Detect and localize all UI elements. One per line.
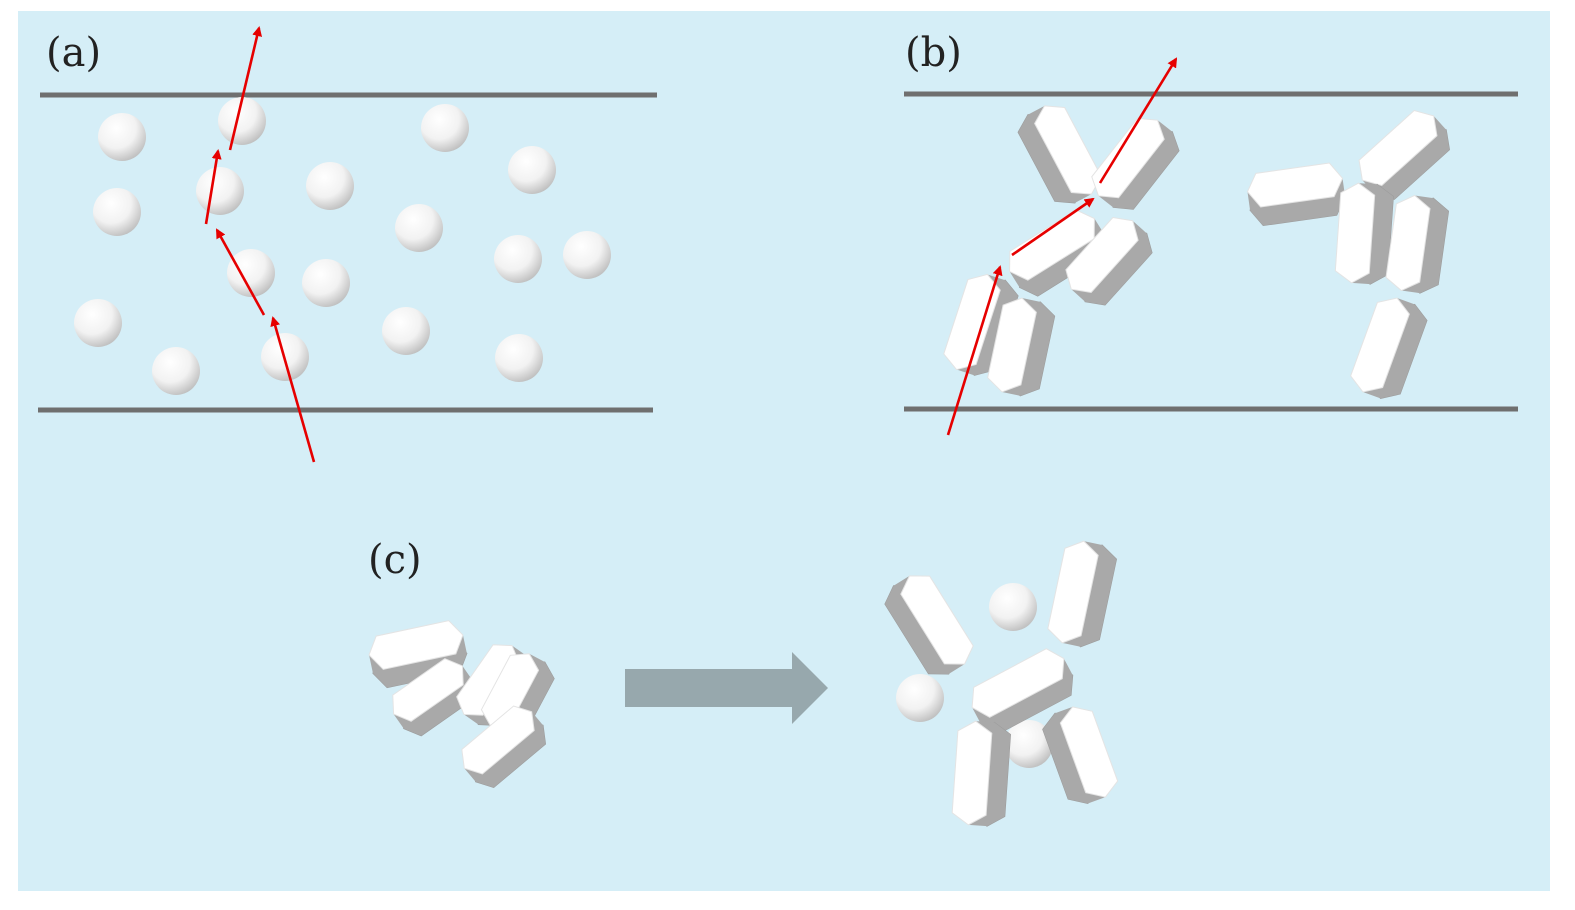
ray-segment-1 bbox=[270, 316, 316, 463]
flake-edge bbox=[1401, 195, 1449, 294]
sphere-particle-14 bbox=[382, 307, 430, 355]
flake-top bbox=[456, 644, 520, 716]
sphere-particle-19 bbox=[896, 674, 944, 722]
hex-flake-1 bbox=[1017, 105, 1102, 204]
flake-top bbox=[461, 705, 535, 775]
panel-label-c: (c) bbox=[368, 537, 422, 583]
sphere-particle-6 bbox=[196, 167, 244, 215]
hex-flake-21 bbox=[1042, 706, 1119, 805]
ray-segment-7 bbox=[1098, 57, 1178, 184]
ray-segment-2 bbox=[215, 228, 266, 316]
flake-top bbox=[900, 575, 974, 665]
panel-label-b: (b) bbox=[905, 30, 962, 76]
flake-edge bbox=[956, 274, 1019, 376]
flake-edge bbox=[1098, 120, 1179, 210]
flake-top bbox=[368, 620, 464, 670]
ray-segment-3 bbox=[204, 149, 222, 225]
flake-top bbox=[1047, 540, 1099, 644]
sphere-particle-8 bbox=[395, 204, 443, 252]
sphere-particle-9 bbox=[494, 235, 542, 283]
hex-flake-4 bbox=[1065, 217, 1153, 306]
flake-top bbox=[1334, 182, 1376, 284]
sphere-particle-16 bbox=[152, 347, 200, 395]
hex-flake-11 bbox=[1350, 297, 1428, 399]
flake-top bbox=[1009, 209, 1095, 281]
panel-label-a: (a) bbox=[46, 30, 102, 76]
flake-top bbox=[1385, 194, 1431, 292]
hex-flake-7 bbox=[1246, 162, 1346, 227]
hex-flake-6 bbox=[987, 297, 1056, 397]
sphere-particle-4 bbox=[508, 146, 556, 194]
flake-top bbox=[951, 720, 993, 826]
hex-flake-13 bbox=[392, 658, 474, 737]
flake-edge bbox=[1362, 115, 1450, 200]
ray-segment-5 bbox=[946, 265, 1003, 436]
sphere-particle-13 bbox=[74, 299, 122, 347]
flake-edge bbox=[1071, 220, 1153, 305]
hex-flake-20 bbox=[951, 720, 1011, 827]
flake-top bbox=[1065, 217, 1139, 293]
flake-top bbox=[1034, 105, 1102, 195]
flake-edge bbox=[393, 665, 474, 736]
flake-top bbox=[1246, 162, 1344, 208]
sphere-particle-11 bbox=[227, 249, 275, 297]
sphere-particle-17 bbox=[495, 334, 543, 382]
flake-edge bbox=[1042, 706, 1106, 804]
sphere-particle-5 bbox=[93, 188, 141, 236]
process-arrow bbox=[625, 652, 828, 724]
process-arrow-group bbox=[625, 652, 828, 724]
hex-flake-2 bbox=[1091, 117, 1180, 210]
flake-top bbox=[987, 297, 1037, 393]
sphere-particle-3 bbox=[421, 104, 469, 152]
hex-flake-8 bbox=[1358, 109, 1450, 200]
flake-edge bbox=[1062, 541, 1117, 647]
hex-flake-17 bbox=[884, 575, 974, 675]
sphere-particle-12 bbox=[302, 259, 350, 307]
ray-segment-4 bbox=[228, 26, 263, 151]
flake-edge bbox=[464, 711, 546, 788]
flake-top bbox=[971, 648, 1065, 718]
flake-top bbox=[1350, 297, 1410, 393]
sphere-particle-1 bbox=[98, 113, 146, 161]
hex-flake-18 bbox=[1047, 540, 1118, 648]
flake-edge bbox=[1247, 178, 1346, 226]
sphere-particle-18 bbox=[989, 583, 1037, 631]
sphere-particle-7 bbox=[306, 162, 354, 210]
light-rays bbox=[204, 26, 1178, 463]
background-panel bbox=[18, 11, 1550, 891]
flake-edge bbox=[972, 658, 1073, 734]
film-plates bbox=[38, 91, 1518, 413]
flake-top bbox=[943, 273, 1001, 371]
hex-flake-16 bbox=[461, 705, 547, 789]
particles bbox=[74, 97, 1450, 827]
sphere-particle-20 bbox=[1005, 720, 1053, 768]
flake-top bbox=[1059, 706, 1119, 798]
flake-top bbox=[1091, 117, 1165, 199]
flake-top bbox=[392, 658, 464, 722]
sphere-particle-10 bbox=[563, 231, 611, 279]
flake-edge bbox=[1362, 298, 1427, 399]
flake-edge bbox=[490, 653, 555, 735]
flake-edge bbox=[1002, 298, 1055, 396]
ray-segment-6 bbox=[1011, 197, 1095, 257]
hex-flake-9 bbox=[1334, 182, 1394, 285]
sphere-particle-2 bbox=[218, 97, 266, 145]
hex-flake-19 bbox=[971, 648, 1074, 735]
flake-edge bbox=[1018, 105, 1092, 203]
hex-flake-10 bbox=[1385, 194, 1450, 294]
flake-top bbox=[1358, 109, 1438, 187]
